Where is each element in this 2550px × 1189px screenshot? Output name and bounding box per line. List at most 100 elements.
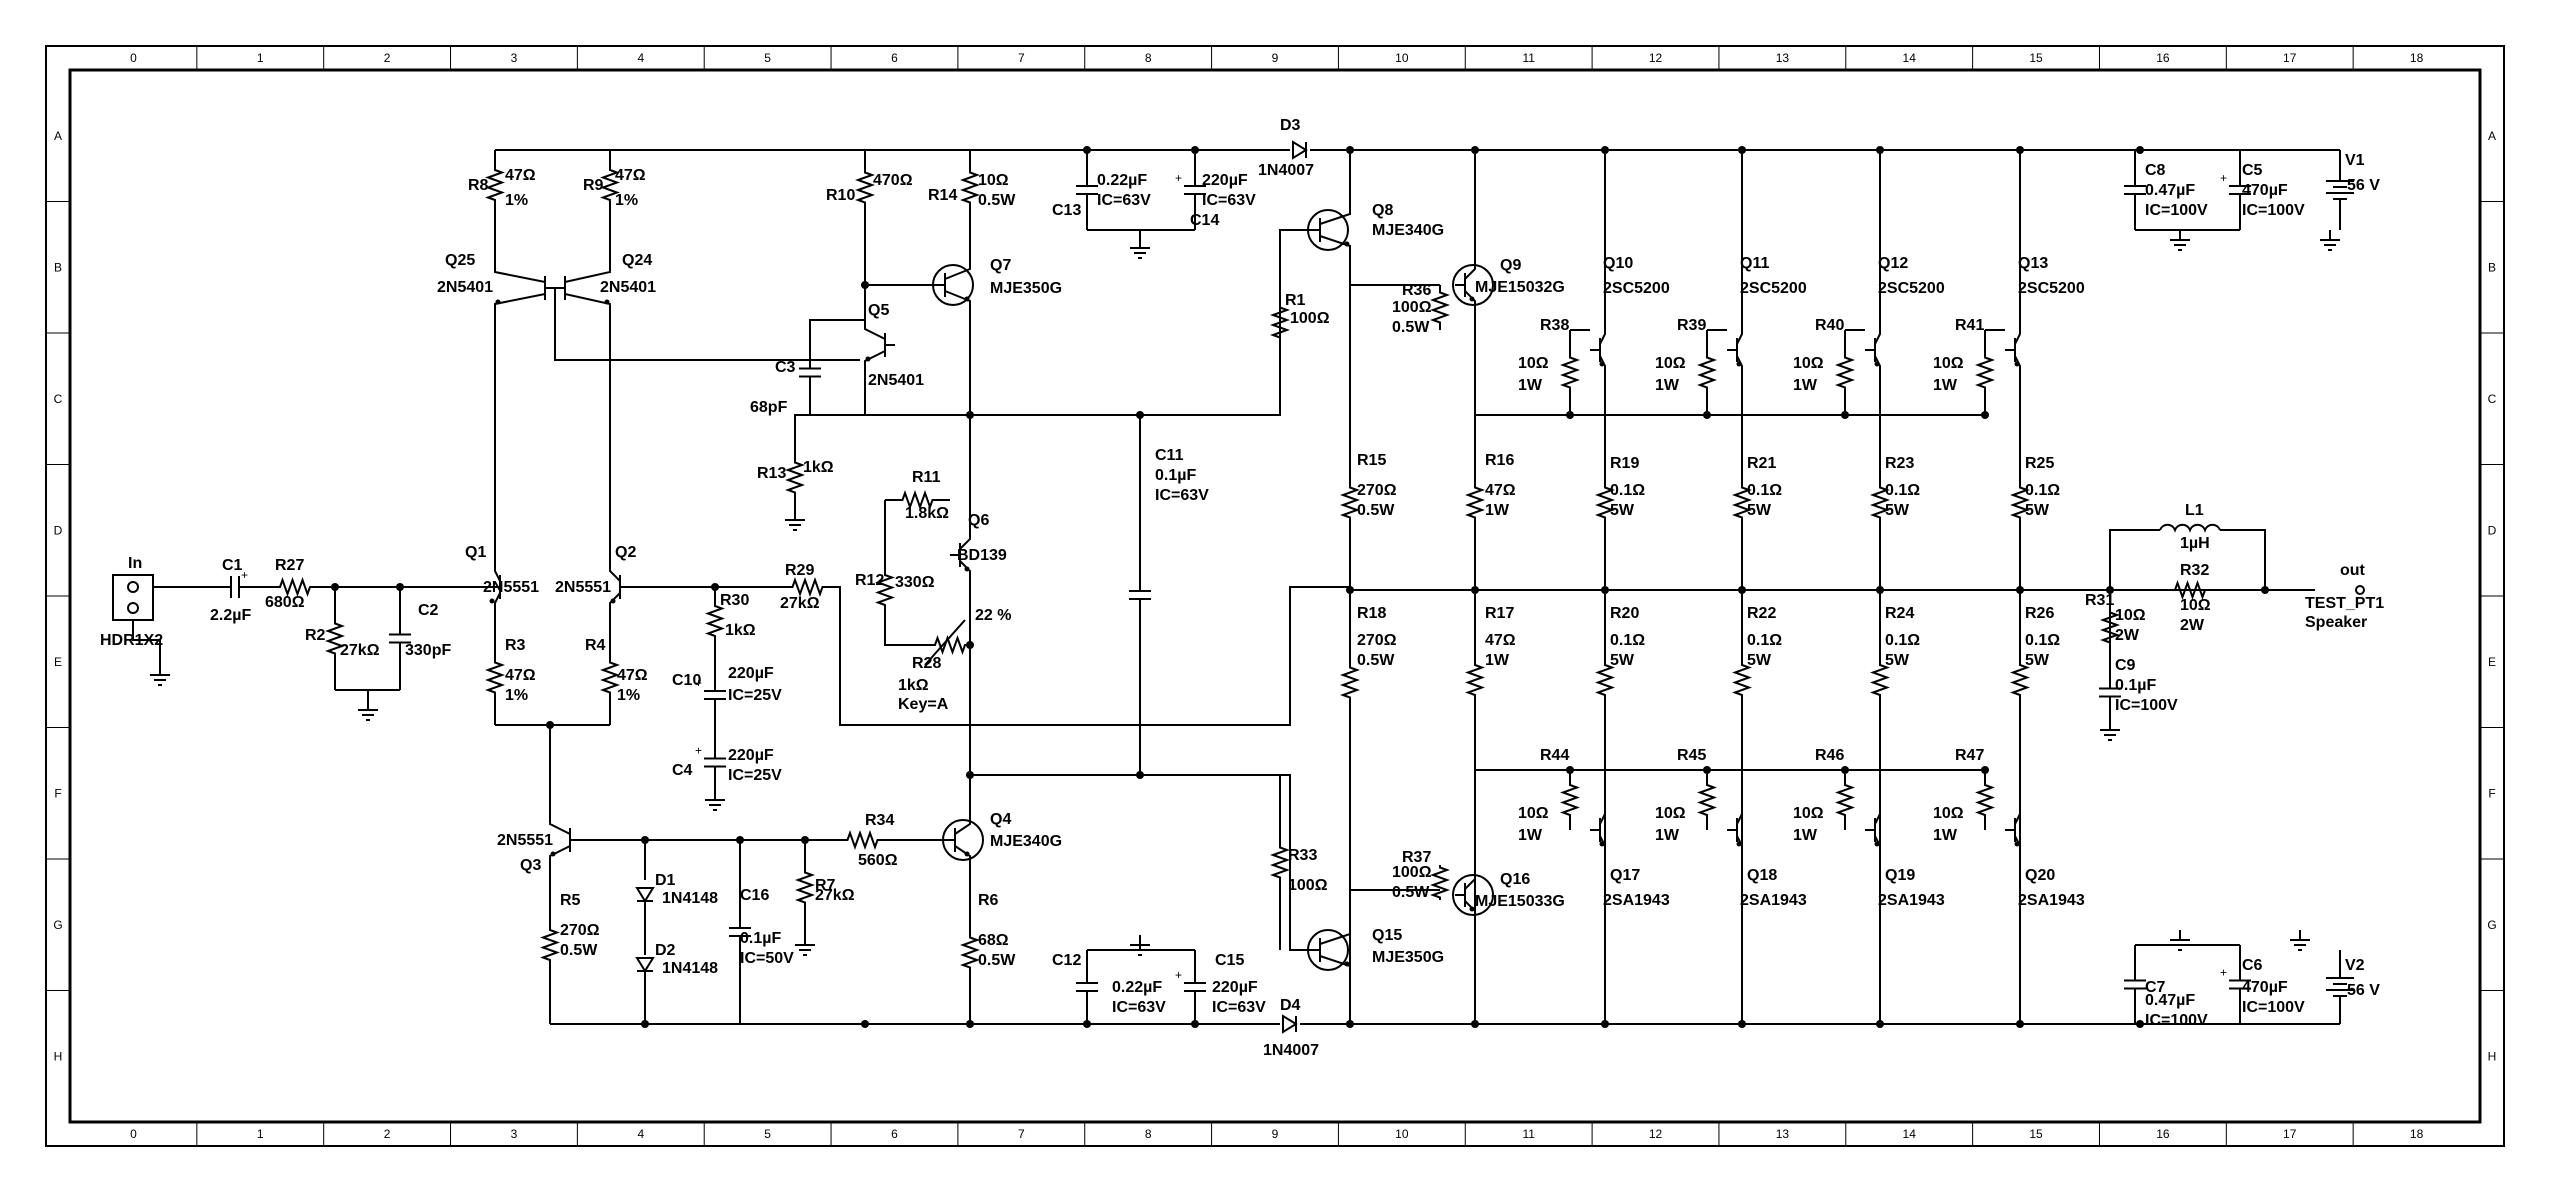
- label-text: 2SA1943: [1740, 892, 1807, 909]
- bjt-arrow: [1344, 241, 1350, 247]
- inductor-l1: [2159, 523, 2221, 533]
- label-text: 10Ω: [1793, 355, 1824, 372]
- label-text: 2N5401: [600, 279, 656, 296]
- label-text: 0.5W: [978, 952, 1016, 969]
- label-text: Q19: [1885, 867, 1915, 884]
- bjt-arrow: [1469, 296, 1475, 302]
- resistor-body: [805, 830, 920, 850]
- diode-d4: [1282, 1014, 1298, 1034]
- resistor-body: [855, 150, 875, 225]
- resistor-r24: [1870, 590, 1890, 770]
- column-index: 12: [1649, 51, 1663, 65]
- resistor-r20: [1595, 590, 1615, 770]
- resistor-r9: [600, 150, 620, 220]
- ground-symbol: [705, 790, 725, 811]
- diode-body: [1292, 140, 1308, 160]
- label-text: 470Ω: [873, 172, 913, 189]
- wire: [494, 293, 546, 340]
- bjt-arrow: [1344, 961, 1350, 967]
- label-text: C16: [740, 887, 769, 904]
- label-text: out: [2340, 562, 2366, 579]
- bjt-arrow: [865, 356, 871, 362]
- label-text: 220µF: [1202, 172, 1248, 189]
- label-text: C8: [2145, 162, 2166, 179]
- label-text: R36: [1402, 282, 1431, 299]
- row-index: A: [54, 129, 62, 143]
- label-text: Q20: [2025, 867, 2055, 884]
- label-text: 1W: [1793, 827, 1818, 844]
- label-text: IC=100V: [2115, 697, 2178, 714]
- wire: [1874, 355, 1881, 415]
- transistor-q12: [1865, 150, 1881, 415]
- wire: [970, 774, 1310, 951]
- column-index: 11: [1522, 51, 1535, 65]
- label-text: R47: [1955, 747, 1984, 764]
- bjt-arrow: [2014, 841, 2020, 847]
- wire: [944, 290, 971, 320]
- column-index: 17: [2283, 51, 2297, 65]
- connector-pin: [127, 581, 139, 593]
- label-text: 0.1µF: [2115, 677, 2156, 694]
- label-text: R23: [1885, 455, 1914, 472]
- label-text: IC=63V: [1212, 999, 1266, 1016]
- column-index: 5: [764, 51, 771, 65]
- label-text: C7: [2145, 979, 2166, 996]
- resistor-r31: [2100, 590, 2120, 665]
- transistor-q19: [1865, 770, 1881, 1024]
- label-text: Q6: [968, 512, 989, 529]
- column-index: 15: [2029, 51, 2043, 65]
- column-index: 6: [891, 51, 898, 65]
- label-text: 270Ω: [560, 922, 600, 939]
- label-text: C13: [1052, 202, 1081, 219]
- label-text: 47Ω: [617, 667, 648, 684]
- diode-d2: [635, 957, 655, 973]
- label-text: C1: [222, 557, 243, 574]
- column-index: 6: [891, 1127, 898, 1141]
- bjt-arrow: [1736, 361, 1742, 367]
- junction-dot: [861, 1020, 869, 1028]
- label-text: 470µF: [2242, 182, 2288, 199]
- bjt-arrow: [2014, 361, 2020, 367]
- label-text: R37: [1402, 849, 1431, 866]
- label-text: R28: [912, 655, 941, 672]
- column-index: 7: [1018, 1127, 1025, 1141]
- resistor-r41: [1975, 330, 1995, 415]
- row-index: H: [54, 1049, 63, 1063]
- components: +++++++: [112, 140, 2365, 1034]
- column-index: 8: [1145, 1127, 1152, 1141]
- label-text: 680Ω: [265, 594, 305, 611]
- label-text: 1%: [505, 192, 528, 209]
- capacitor-c11: [1129, 415, 1151, 775]
- transistor-q25: [494, 220, 555, 340]
- resistor-body: [1340, 590, 1360, 775]
- transistor-q7: [932, 225, 974, 320]
- resistor-body: [1465, 590, 1485, 770]
- resistor-body: [1465, 415, 1485, 590]
- resistor-r15: [1340, 415, 1360, 590]
- transistor-q4: [942, 775, 984, 905]
- resistor-r47: [1975, 770, 1995, 830]
- polarity-mark: +: [1175, 171, 1182, 185]
- label-text: 47Ω: [1485, 482, 1516, 499]
- wire: [1599, 770, 1606, 847]
- label-text: 100Ω: [1392, 299, 1432, 316]
- transistor-q10: [1590, 150, 1606, 415]
- junction-dot: [966, 411, 974, 419]
- label-text: R16: [1485, 452, 1514, 469]
- label-text: R11: [912, 469, 941, 486]
- column-index: 7: [1018, 51, 1025, 65]
- wire: [549, 820, 571, 835]
- label-text: R40: [1815, 317, 1844, 334]
- label-text: 0.1Ω: [1747, 482, 1782, 499]
- input-connector-hdr1x2: [112, 574, 154, 621]
- ground-symbol: [1130, 238, 1150, 259]
- resistor-r36: [1430, 285, 1450, 330]
- label-text: R31: [2085, 592, 2114, 609]
- label-text: Q9: [1500, 257, 1521, 274]
- label-text: R10: [826, 187, 855, 204]
- label-text: 10Ω: [1518, 805, 1549, 822]
- resistor-body: [930, 635, 970, 655]
- label-text: 2N5401: [868, 372, 924, 389]
- resistor-r32: [2160, 580, 2220, 600]
- label-text: 2N5401: [437, 279, 493, 296]
